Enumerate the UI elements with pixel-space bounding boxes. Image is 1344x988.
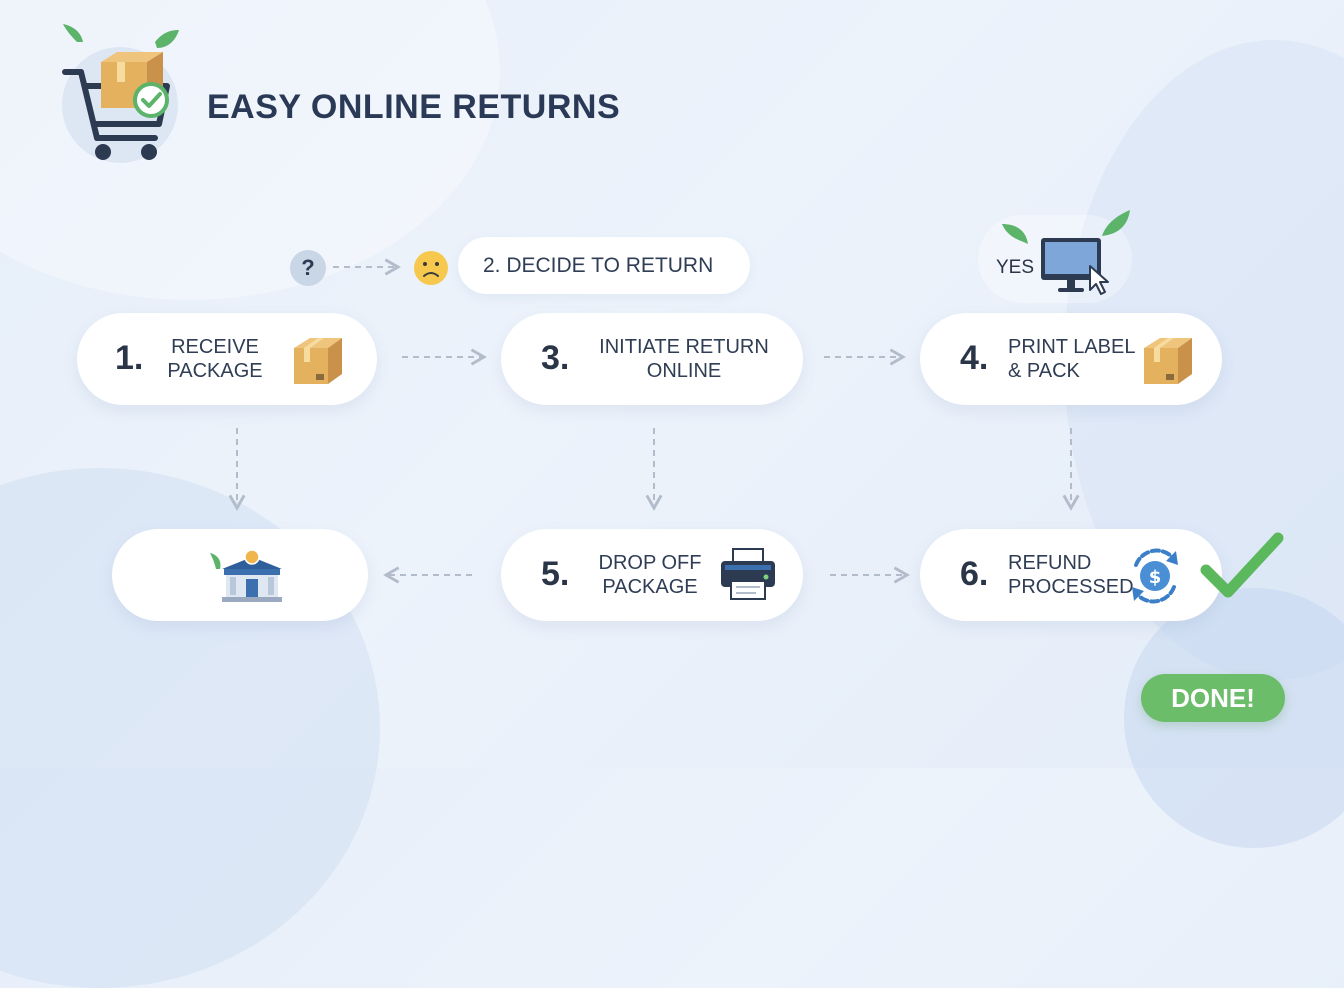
decide-step-label: 2. DECIDE TO RETURN — [483, 254, 714, 277]
sad-face-icon — [414, 251, 448, 285]
step-4-print-label-pack: 4. PRINT LABEL& PACK — [920, 313, 1222, 405]
connector-arrows — [228, 258, 1080, 584]
step-number: 4. — [960, 339, 989, 377]
dollar-refund-icon: $ — [1132, 548, 1178, 604]
page-title: EASY ONLINE RETURNS — [207, 88, 621, 126]
decide-to-return-step: 2. DECIDE TO RETURN — [458, 237, 750, 294]
step-number: 6. — [960, 555, 989, 593]
done-button[interactable]: DONE! — [1141, 674, 1285, 722]
question-mark-icon: ? — [290, 250, 326, 286]
step-number: 3. — [541, 339, 570, 377]
monitor-cursor-icon — [1002, 210, 1130, 295]
cardboard-box-icon — [294, 338, 342, 384]
step-number: 1. — [115, 339, 144, 377]
storefront-icon — [210, 549, 282, 602]
yes-label: YES — [996, 257, 1035, 278]
checkmark-icon — [1200, 532, 1284, 598]
step-number: 5. — [541, 555, 570, 593]
cardboard-box-icon — [1144, 338, 1192, 384]
printer-icon — [721, 548, 775, 600]
store-drop-off-location — [112, 529, 368, 621]
cart-logo-icon — [62, 24, 179, 163]
svg-text:$: $ — [1149, 567, 1162, 588]
step-label: PRINT LABEL& PACK — [1008, 336, 1136, 382]
